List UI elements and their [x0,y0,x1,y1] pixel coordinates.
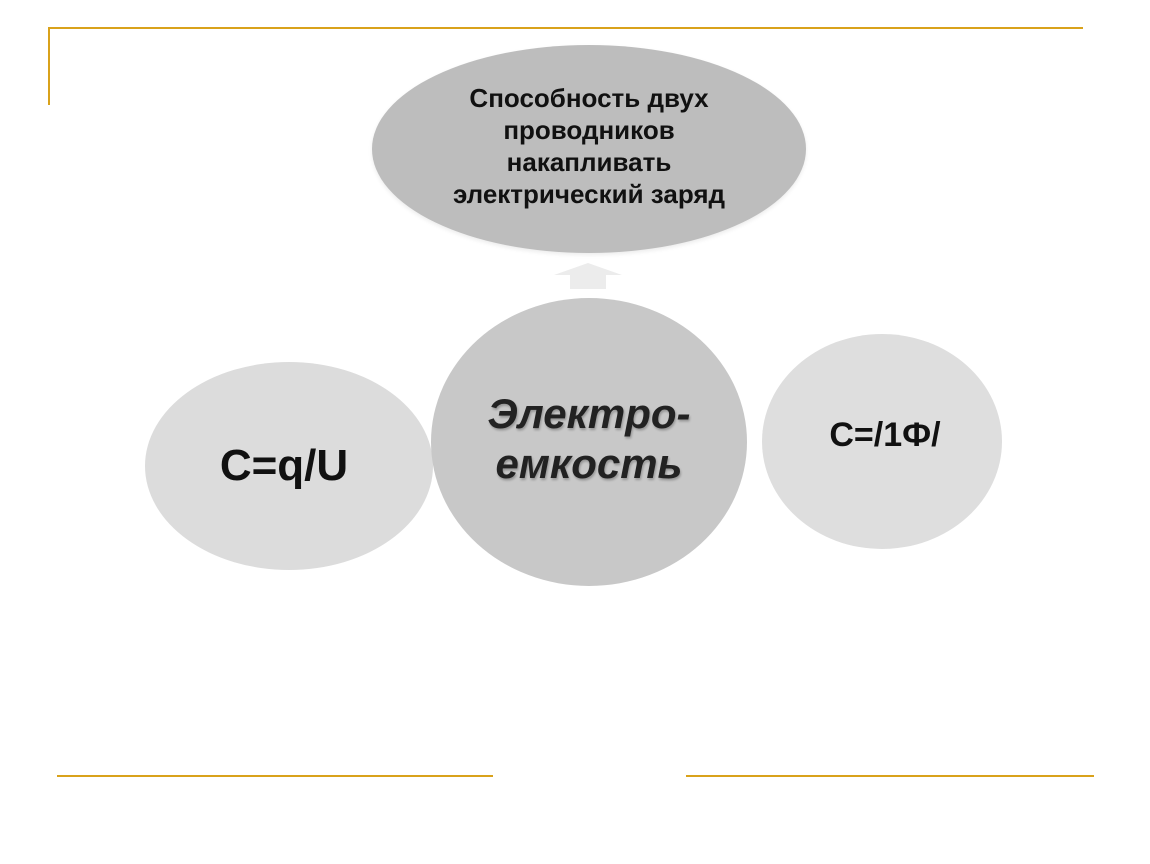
bottom-right-rule [686,775,1094,777]
definition-text: Способность двух проводников накапливать… [452,83,726,209]
central-concept-text: Электро-емкость [487,390,691,487]
bottom-left-rule [57,775,493,777]
top-decorative-rule [48,27,1083,29]
central-concept-circle: Электро-емкость [431,298,747,586]
unit-text: C=/1Ф/ [829,416,941,454]
definition-ellipse: Способность двух проводников накапливать… [372,45,806,253]
formula-circle: C=q/U [145,362,433,570]
up-arrow-icon [554,263,622,289]
unit-circle: C=/1Ф/ [762,334,1002,549]
left-decorative-rule [48,27,50,105]
formula-text: C=q/U [219,441,349,490]
